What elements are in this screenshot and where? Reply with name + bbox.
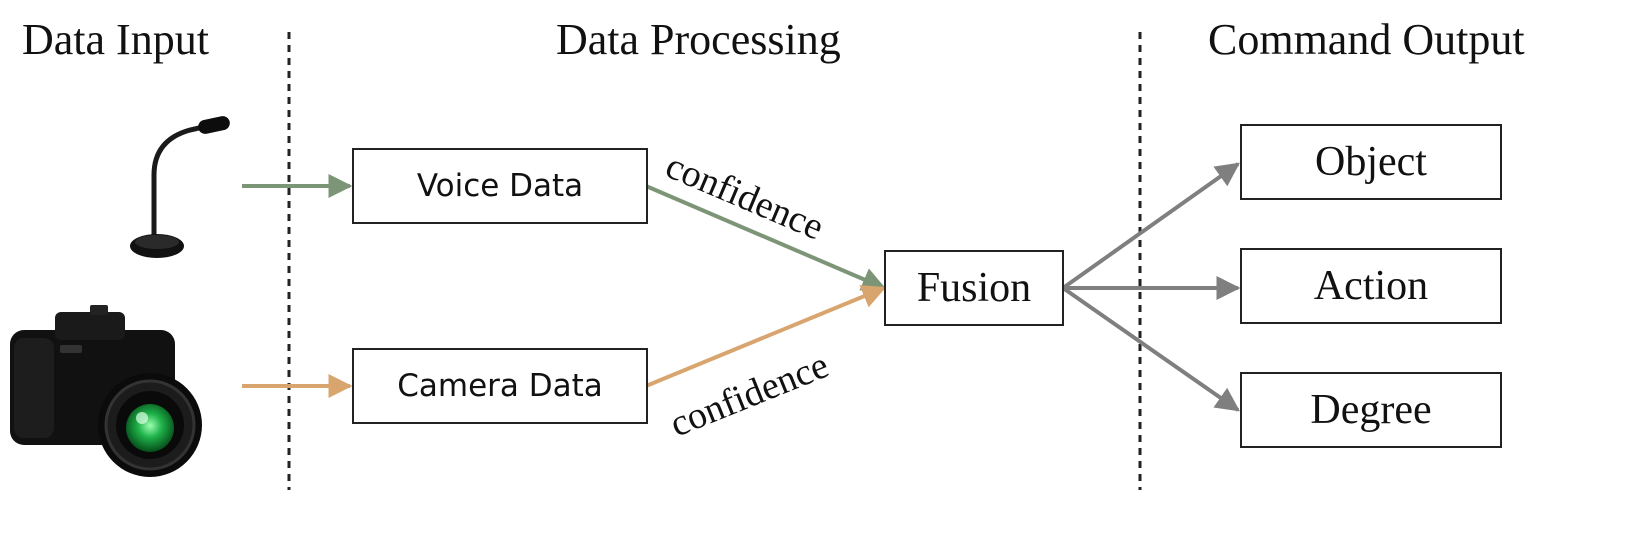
object-box: Object: [1240, 124, 1502, 200]
degree-box: Degree: [1240, 372, 1502, 448]
section-title-input: Data Input: [22, 15, 209, 64]
camera-icon: [10, 305, 202, 477]
camera-data-box: Camera Data: [352, 348, 648, 424]
fusion-to-degree-arrow: [1061, 286, 1240, 412]
section-title-processing: Data Processing: [556, 15, 841, 64]
camera-to-fusion-arrow: [645, 285, 887, 388]
action-box: Action: [1240, 248, 1502, 324]
microphone-icon: [130, 116, 230, 258]
section-title-output: Command Output: [1208, 15, 1525, 64]
fusion-box: Fusion: [884, 250, 1064, 326]
voice-data-box: Voice Data: [352, 148, 648, 224]
fusion-to-object-arrow: [1061, 162, 1240, 290]
voice-to-fusion-arrow: [645, 184, 887, 291]
